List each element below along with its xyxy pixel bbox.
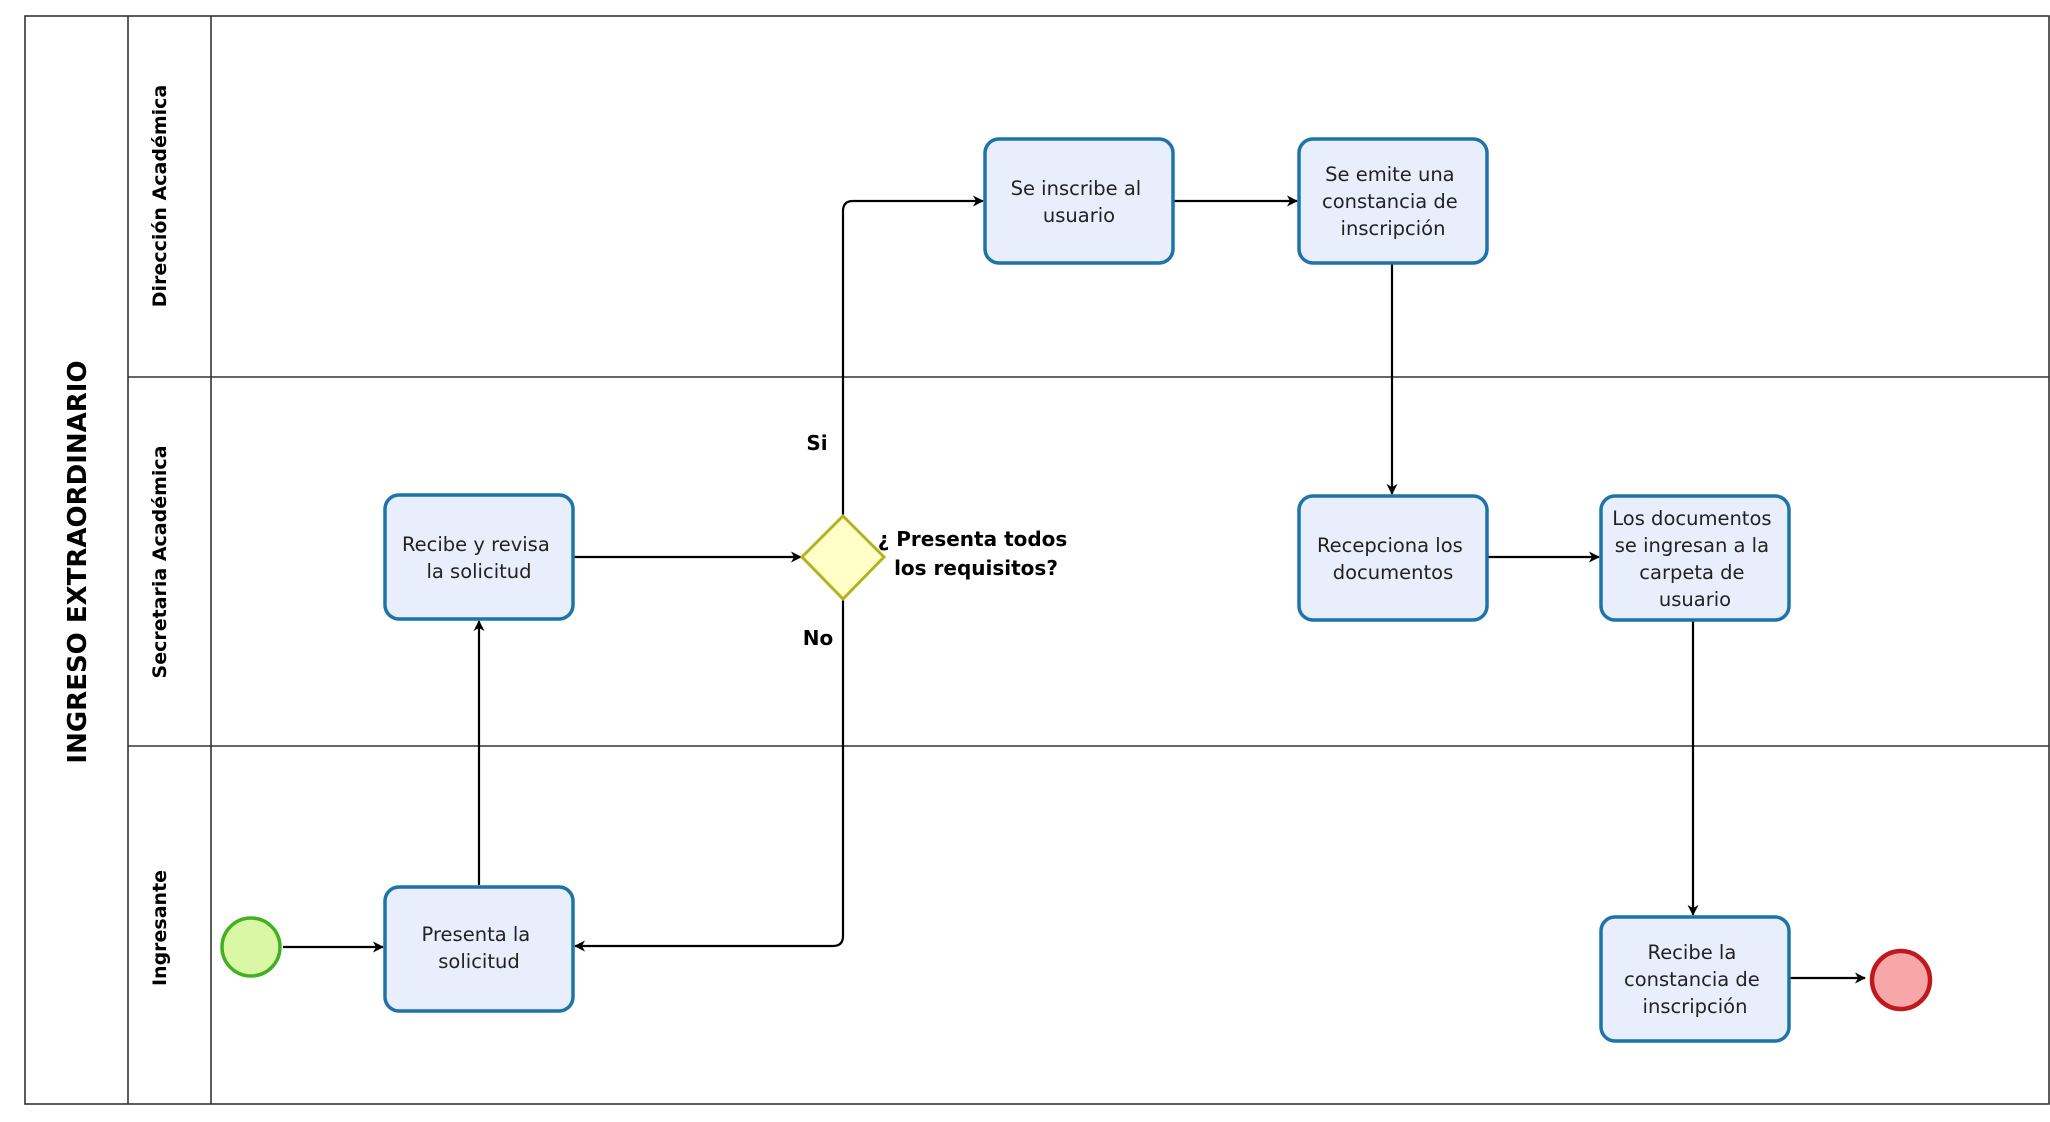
flow-label-si: Si: [806, 431, 827, 455]
task-inscribe-usuario[interactable]: Se inscribe al usuario: [983, 137, 1175, 265]
task-box: [1599, 494, 1791, 622]
task-box: [1297, 494, 1489, 622]
task-recibe-revisa-solicitud[interactable]: Recibe y revisa la solicitud: [383, 493, 575, 621]
gateway-question: ¿ Presenta todos los requisitos?: [878, 527, 1075, 580]
end-event[interactable]: [1869, 948, 1933, 1012]
task-box: [983, 137, 1175, 265]
task-label: Los documentos se ingresan a la carpeta …: [1612, 507, 1778, 611]
flow-gateway-no: [574, 599, 845, 952]
task-label: Presenta la solicitud: [422, 923, 537, 973]
task-box: [383, 493, 575, 621]
start-event[interactable]: [220, 916, 282, 978]
decision-gateway[interactable]: [799, 513, 887, 602]
task-label: Se inscribe al usuario: [1011, 177, 1148, 227]
lane-title-secretaria: Secretaria Académica: [149, 446, 171, 679]
task-emite-constancia[interactable]: Se emite una constancia de inscripción: [1297, 137, 1489, 265]
task-label: Recepciona los documentos: [1317, 534, 1469, 584]
task-label: Recibe la constancia de inscripción: [1624, 941, 1766, 1018]
flow-label-no: No: [803, 626, 833, 650]
task-label: Se emite una constancia de inscripción: [1322, 163, 1464, 240]
task-recibe-constancia[interactable]: Recibe la constancia de inscripción: [1599, 915, 1791, 1043]
pool-title: INGRESO EXTRAORDINARIO: [63, 360, 93, 763]
task-ingresan-carpeta[interactable]: Los documentos se ingresan a la carpeta …: [1599, 494, 1791, 622]
task-recepciona-documentos[interactable]: Recepciona los documentos: [1297, 494, 1489, 622]
task-presenta-solicitud[interactable]: Presenta la solicitud: [383, 885, 575, 1013]
task-box: [1599, 915, 1791, 1043]
task-label: Recibe y revisa la solicitud: [402, 533, 556, 583]
pool-frame: [24, 15, 2050, 1105]
task-box: [383, 885, 575, 1013]
lane-title-ingresante: Ingresante: [149, 870, 171, 986]
flow-gateway-si: [841, 195, 984, 516]
lane-title-direccion: Dirección Académica: [149, 85, 171, 307]
task-box: [1297, 137, 1489, 265]
